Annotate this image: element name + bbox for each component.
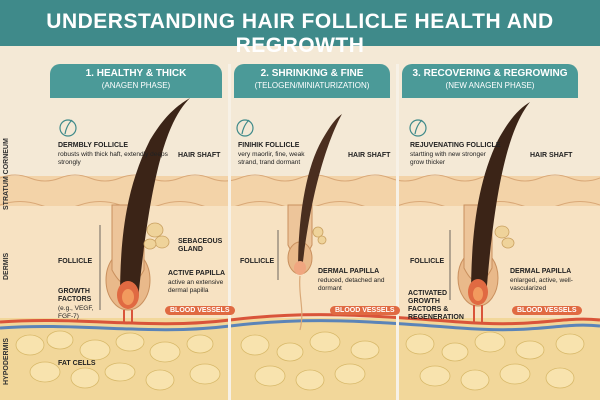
panel-1-header: 1. HEALTHY & THICK (ANAGEN PHASE) [50, 64, 222, 98]
panel-2-papilla-text: reduced, detached and dormant [318, 277, 385, 292]
panel-1-follicle-label: FOLLICLE [58, 258, 93, 265]
panel-1-growth-title: GROWTH FACTORS [58, 288, 92, 303]
panel-2-papilla-title: DERMAL PAPILLA [318, 268, 380, 275]
dermis-label: DERMIS [3, 252, 10, 280]
hair-shaft-recovering [471, 102, 530, 298]
panel-2-blood-vessels-tag: BLOOD VESSELS [330, 306, 400, 315]
panel-3-header: 3. RECOVERING & REGROWING (NEW ANAGEN PH… [402, 64, 578, 98]
panel-3-hair-shaft-label: HAIR SHAFT [530, 152, 573, 159]
fat-cells-label: FAT CELLS [58, 360, 96, 367]
panel-2-intro-text: very maorlir, fine, weak strand, trand d… [238, 151, 305, 166]
panel-3-subheading: (NEW ANAGEN PHASE) [445, 81, 535, 90]
panel-1-papilla-text: active an extensive dermal papilla [168, 279, 224, 294]
panel-3-papilla-text: enlarged, active, well-vascularized [510, 277, 573, 292]
panel-3-intro-text: startting with new stronger grow thicker [410, 151, 486, 166]
panel-3-growth-title: ACTIVATED GROWTH FACTORS & REGENERATION [408, 290, 464, 321]
sebaceous-gland-recovering [494, 225, 515, 249]
sebaceous-gland-healthy [143, 222, 170, 250]
stratum-corneum-label: STRATUM CORNEUM [3, 138, 10, 210]
panel-2-hair-shaft-label: HAIR SHAFT [348, 152, 391, 159]
hair-shaft-healthy [120, 98, 190, 300]
sebaceous-gland-shrinking [312, 226, 327, 245]
blood-vessel-artery [0, 313, 600, 326]
panel-1-heading: 1. HEALTHY & THICK [85, 68, 187, 79]
panel-2-intro-title: FINIHIK FOLLICLE [238, 142, 300, 149]
follicle-healthy [99, 98, 190, 322]
hair-shaft-shrinking [298, 114, 342, 270]
panel-3-heading: 3. RECOVERING & REGROWING [412, 68, 568, 79]
hypodermis-label: HYPODERMIS [3, 337, 10, 385]
panel-3-intro-title: REJUVENATING FOLLICLE [410, 142, 501, 149]
panel-1-intro-text: robusts with thick haft, extendly deeps … [58, 151, 168, 166]
follicle-recovering [449, 102, 530, 322]
connective-strand [299, 275, 303, 331]
fat-cells [15, 330, 585, 391]
panel-3-papilla-title: DERMAL PAPILLA [510, 268, 572, 275]
panel-1-blood-vessels-tag: BLOOD VESSELS [165, 306, 235, 315]
blood-vessel-vein [0, 319, 600, 332]
panel-2-header: 2. SHRINKING & FINE (TELOGEN/MINIATURIZA… [234, 64, 390, 98]
hair-icon [59, 119, 427, 137]
stratum-corneum-layer [0, 176, 600, 206]
panel-3-blood-vessels-tag: BLOOD VESSELS [512, 306, 582, 315]
panel-2-subheading: (TELOGEN/MINIATURIZATION) [254, 81, 370, 90]
page-title: UNDERSTANDING HAIR FOLLICLE HEALTH AND R… [46, 10, 554, 57]
title-banner: UNDERSTANDING HAIR FOLLICLE HEALTH AND R… [0, 0, 600, 57]
panel-3-follicle-label: FOLLICLE [410, 258, 445, 265]
panel-1-papilla-title: ACTIVE PAPILLA [168, 270, 226, 277]
panel-divider [228, 64, 231, 400]
panel-1-growth-text: (e.g., VEGF, FGF-7) [58, 305, 94, 320]
panel-1-sebaceous-label: SEBACEOUS GLAND [178, 238, 223, 253]
panel-1-hair-shaft-label: HAIR SHAFT [178, 152, 221, 159]
follicle-shrinking [277, 114, 342, 331]
panel-2-follicle-label: FOLLICLE [240, 258, 275, 265]
panel-2-heading: 2. SHRINKING & FINE [260, 68, 364, 79]
panel-divider [396, 64, 399, 400]
panel-1-subheading: (ANAGEN PHASE) [101, 81, 171, 90]
panel-1-intro-title: DERMBLY FOLLICLE [58, 142, 129, 149]
